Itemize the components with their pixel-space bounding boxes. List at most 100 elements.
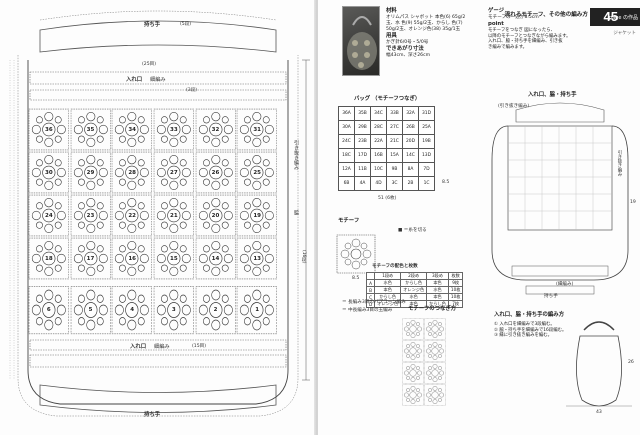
color-table-cell: からし色 bbox=[400, 279, 428, 287]
join-motif bbox=[424, 318, 446, 340]
opening-label-bottom: 入れ口 bbox=[130, 344, 147, 350]
layout-cell: 9B bbox=[386, 162, 403, 177]
frame-depth: 19 bbox=[630, 200, 636, 205]
motif-cell: 13 bbox=[236, 237, 278, 280]
right-page: 流れるモチーフ、その他の編み方 45 page の作品 ジャケット 材料 オリム… bbox=[318, 0, 640, 435]
motif-flower-icon bbox=[28, 285, 69, 335]
color-table-cell: からし色 bbox=[426, 300, 449, 308]
gauge-heading: ゲージ bbox=[488, 8, 505, 14]
motif-number: 3 bbox=[170, 307, 177, 313]
layout-depth-label: 8.5 bbox=[442, 180, 450, 185]
layout-cell: 23B bbox=[354, 134, 371, 149]
motif-number: 29 bbox=[85, 169, 96, 176]
motif-number: 22 bbox=[127, 212, 137, 219]
motif-number: 15 bbox=[169, 255, 179, 262]
motif-number: 18 bbox=[44, 255, 54, 262]
motif-flower-icon bbox=[424, 318, 446, 340]
opening-note-top: 細編み bbox=[150, 77, 166, 83]
layout-cell: 2B bbox=[402, 176, 419, 191]
layout-cell: 36A bbox=[338, 106, 355, 121]
layout-cell: 33B bbox=[386, 106, 403, 121]
side-rows-label: (16段) bbox=[301, 250, 306, 264]
layout-cell: 4D bbox=[370, 176, 387, 191]
motif-number: 28 bbox=[127, 169, 137, 176]
top-handle-label: 持ち手 bbox=[144, 22, 161, 28]
tools-text: かぎ針6/0号・5/0号 bbox=[386, 39, 429, 45]
motif-number: 20 bbox=[210, 212, 221, 219]
layout-cell: 17D bbox=[354, 148, 371, 163]
materials-block: 材料 オリムパス シャボット 本色(6) 65g/2 玉、水 色(9) 55g/… bbox=[386, 8, 486, 59]
join-motif bbox=[424, 384, 446, 406]
motif-cell: 29 bbox=[70, 151, 112, 194]
layout-cell: 22A bbox=[370, 134, 387, 149]
motif-cell: 20 bbox=[195, 194, 237, 237]
color-table-title: モチーフの配色と枚数 bbox=[372, 264, 418, 269]
layout-title: バッグ （モチーフつなぎ） bbox=[354, 96, 421, 102]
motif-cell: 30 bbox=[28, 151, 70, 194]
gauge-block: ゲージ モチーフの一辺が8.5cm point モチーフをつなぎ 図になったら、… bbox=[488, 8, 580, 51]
finished-bag-drawing bbox=[566, 321, 632, 407]
color-table-cell: 9枚 bbox=[447, 279, 464, 287]
point-line-2: 以降のモチーフとつなぎながら編みます。 bbox=[488, 33, 571, 39]
color-table-cell: B bbox=[365, 286, 376, 294]
motif-flower-icon bbox=[402, 384, 424, 406]
gauge-text: モチーフの一辺が8.5cm bbox=[488, 15, 539, 21]
color-table-header-cell: 3段め bbox=[426, 272, 449, 280]
layout-cell: 25A bbox=[418, 120, 435, 135]
frame-side-label: 引き抜き編み bbox=[617, 150, 622, 177]
size-text: 幅43cm、深さ26cm bbox=[386, 52, 431, 58]
color-table-cell: オレンジ色 bbox=[400, 286, 428, 294]
layout-cell: 35B bbox=[354, 106, 371, 121]
motif-flower-icon bbox=[424, 362, 446, 384]
motif-flower-icon bbox=[70, 151, 111, 194]
motif-flower-icon bbox=[195, 194, 236, 237]
motif-cell: 5 bbox=[70, 285, 112, 335]
motif-cell: 24 bbox=[28, 194, 70, 237]
layout-cell: 7D bbox=[418, 162, 435, 177]
motif-flower-icon bbox=[28, 108, 69, 151]
motif-flower-icon bbox=[424, 384, 446, 406]
frame-note-slip: (引き抜き編み) bbox=[498, 104, 530, 109]
motif-cell: 28 bbox=[111, 151, 153, 194]
motif-number: 14 bbox=[210, 255, 221, 262]
color-table-cell: D bbox=[365, 300, 376, 308]
motif-flower-icon bbox=[153, 194, 194, 237]
motif-cell: 4 bbox=[111, 285, 153, 335]
motif-cell: 36 bbox=[28, 108, 70, 151]
motif-cell: 18 bbox=[28, 237, 70, 280]
layout-cell: 27C bbox=[386, 120, 403, 135]
color-table-cell: 10枚 bbox=[447, 286, 464, 294]
finish-title: 入れ口、脇・持ち手の編み方 bbox=[494, 312, 565, 318]
bag-photo-icon bbox=[347, 16, 377, 70]
layout-cell: 19B bbox=[418, 134, 435, 149]
motif-flower-icon bbox=[153, 108, 194, 151]
motif-flower-icon bbox=[112, 151, 153, 194]
puff-note: ＝ 中長編み3目の玉編み bbox=[342, 308, 393, 313]
point-heading: point bbox=[488, 20, 504, 27]
bag-photo bbox=[342, 6, 380, 76]
layout-cell: 12A bbox=[338, 162, 355, 177]
motif-number: 27 bbox=[169, 169, 179, 176]
layout-cell: 31D bbox=[418, 106, 435, 121]
motif-number: 13 bbox=[252, 255, 262, 262]
layout-cell: 6B bbox=[338, 176, 355, 191]
frame-title: 入れ口、脇・持ち手 bbox=[528, 92, 577, 98]
point-line-4: き編みで編みます。 bbox=[488, 45, 528, 51]
header-sub: ジャケット bbox=[613, 31, 636, 36]
finish-step-3: ③ 縁に引き抜き編みを編む。 bbox=[494, 333, 553, 339]
finish-depth: 26 bbox=[628, 360, 634, 365]
layout-cell: 3C bbox=[386, 176, 403, 191]
motif-flower-icon bbox=[237, 194, 278, 237]
color-table-header-cell: 枚数 bbox=[447, 272, 464, 280]
layout-cell: 28C bbox=[370, 120, 387, 135]
motif-flower-icon bbox=[153, 151, 194, 194]
page-word: page の作品 bbox=[608, 15, 638, 21]
layout-cell: 26B bbox=[402, 120, 419, 135]
motif-flower-icon bbox=[195, 237, 236, 280]
